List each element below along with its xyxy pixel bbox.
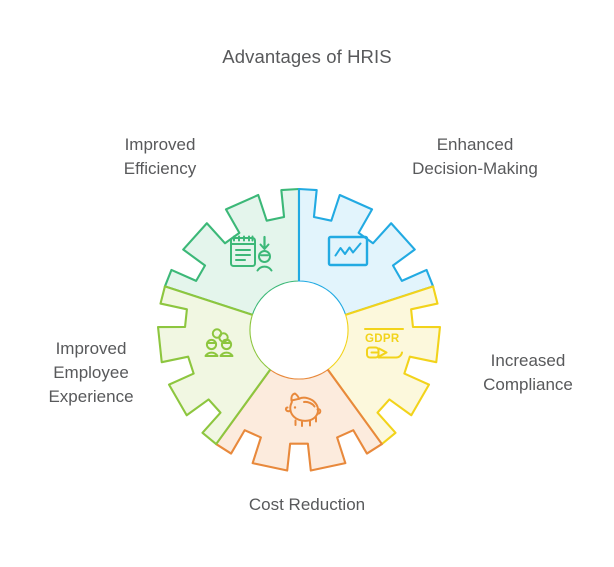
segment-label-decision-making: Enhanced Decision-Making <box>412 135 538 178</box>
piggy-bank-icon <box>284 392 322 427</box>
line-chart-icon <box>327 235 369 267</box>
segment-label-compliance: Increased Compliance <box>483 351 573 394</box>
segment-label-efficiency: Improved Efficiency <box>123 135 197 178</box>
gdpr-hand-icon: GDPR <box>364 328 404 359</box>
gdpr-label: GDPR <box>365 333 400 345</box>
people-network-icon <box>204 328 234 357</box>
clipboard-person-icon <box>230 235 273 272</box>
segment-label-employee-experience: Improved Employee Experience <box>48 339 134 406</box>
segment-label-cost-reduction: Cost Reduction <box>248 495 366 514</box>
gear-hub <box>250 281 348 379</box>
page-title: Advantages of HRIS <box>222 46 392 67</box>
